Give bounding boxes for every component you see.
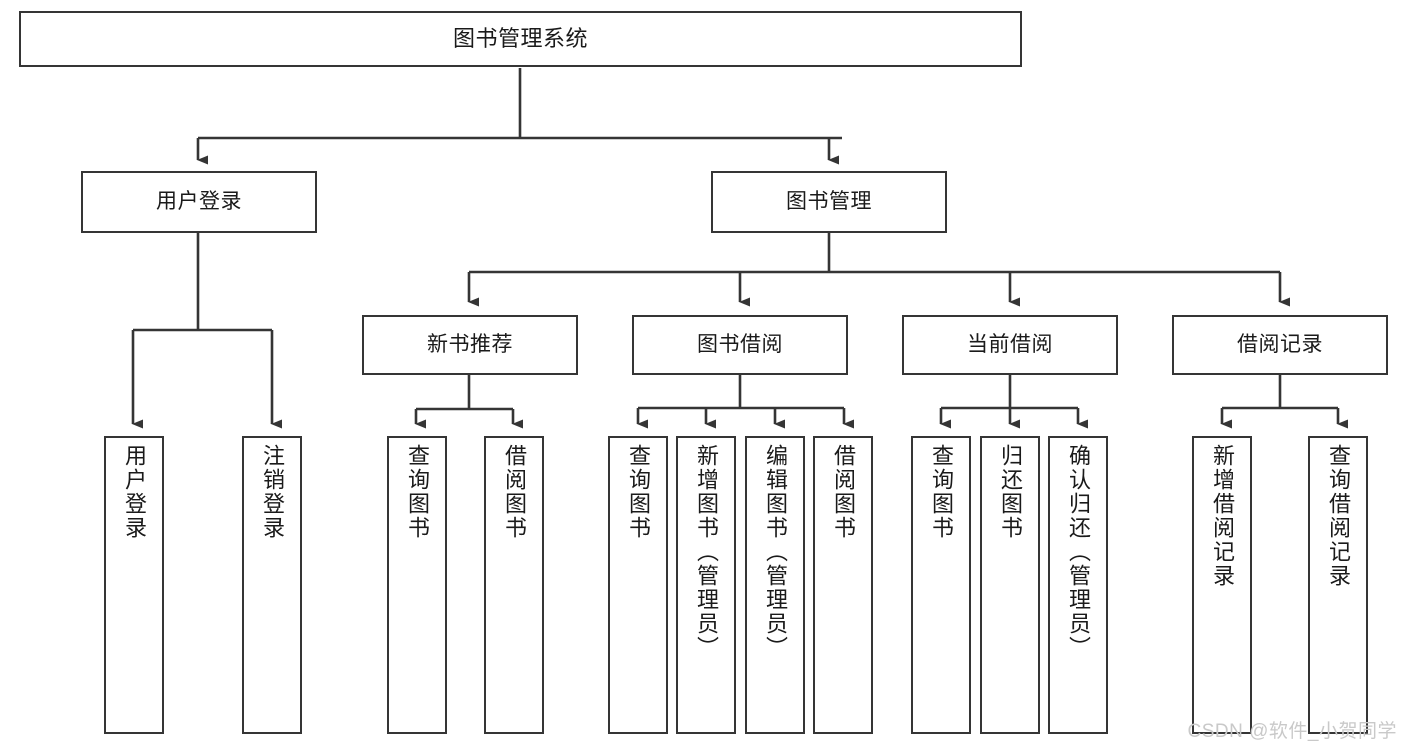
leaf-query-book-current[interactable]: 查询图书 bbox=[911, 436, 971, 734]
node-label: 图书管理系统 bbox=[452, 25, 588, 51]
node-label: 借阅图书 bbox=[502, 444, 527, 540]
leaf-borrow-book[interactable]: 借阅图书 bbox=[813, 436, 873, 734]
leaf-logout-login[interactable]: 注销登录 bbox=[242, 436, 302, 734]
node-label: 新增借阅记录 bbox=[1210, 444, 1235, 588]
leaf-query-book-borrow[interactable]: 查询图书 bbox=[608, 436, 668, 734]
node-current-borrow[interactable]: 当前借阅 bbox=[902, 315, 1118, 375]
leaf-query-borrow-record[interactable]: 查询借阅记录 bbox=[1308, 436, 1368, 734]
leaf-return-book[interactable]: 归还图书 bbox=[980, 436, 1040, 734]
leaf-add-borrow-record[interactable]: 新增借阅记录 bbox=[1192, 436, 1252, 734]
node-label: 查询图书 bbox=[405, 444, 430, 540]
node-label: 编辑图书（管理员） bbox=[763, 444, 788, 660]
node-root-system[interactable]: 图书管理系统 bbox=[19, 11, 1022, 67]
leaf-confirm-return-admin[interactable]: 确认归还（管理员） bbox=[1048, 436, 1108, 734]
node-label: 新书推荐 bbox=[427, 333, 513, 357]
leaf-add-book-admin[interactable]: 新增图书（管理员） bbox=[676, 436, 736, 734]
node-label: 用户登录 bbox=[122, 444, 147, 540]
node-label: 新增图书（管理员） bbox=[694, 444, 719, 660]
node-label: 查询借阅记录 bbox=[1326, 444, 1351, 588]
node-label: 当前借阅 bbox=[967, 333, 1053, 357]
node-label: 归还图书 bbox=[998, 444, 1023, 540]
node-label: 图书借阅 bbox=[697, 333, 783, 357]
node-label: 注销登录 bbox=[260, 444, 285, 540]
node-label: 查询图书 bbox=[626, 444, 651, 540]
node-book-borrow[interactable]: 图书借阅 bbox=[632, 315, 848, 375]
node-book-management[interactable]: 图书管理 bbox=[711, 171, 947, 233]
node-label: 借阅记录 bbox=[1237, 333, 1323, 357]
node-new-book-recommend[interactable]: 新书推荐 bbox=[362, 315, 578, 375]
node-label: 用户登录 bbox=[156, 190, 242, 214]
leaf-query-book-recommend[interactable]: 查询图书 bbox=[387, 436, 447, 734]
node-label: 图书管理 bbox=[786, 190, 872, 214]
leaf-borrow-book-recommend[interactable]: 借阅图书 bbox=[484, 436, 544, 734]
node-label: 借阅图书 bbox=[831, 444, 856, 540]
node-label: 查询图书 bbox=[929, 444, 954, 540]
leaf-user-login[interactable]: 用户登录 bbox=[104, 436, 164, 734]
node-borrow-record[interactable]: 借阅记录 bbox=[1172, 315, 1388, 375]
node-label: 确认归还（管理员） bbox=[1066, 444, 1091, 660]
node-user-login[interactable]: 用户登录 bbox=[81, 171, 317, 233]
leaf-edit-book-admin[interactable]: 编辑图书（管理员） bbox=[745, 436, 805, 734]
